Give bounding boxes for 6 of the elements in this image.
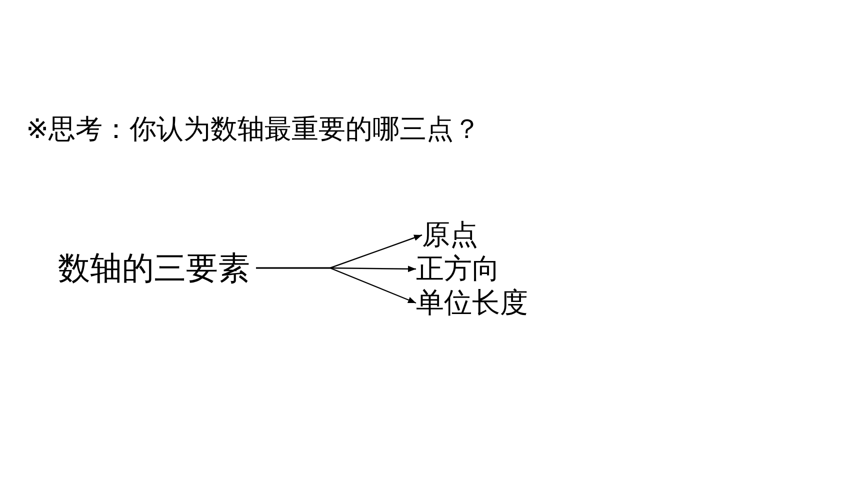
arrow: [256, 267, 416, 304]
question-title: ※思考：你认为数轴最重要的哪三点？: [26, 113, 481, 147]
topic-text: 数轴的三要素: [58, 252, 250, 284]
element-text: 正方向: [416, 255, 500, 283]
element-text: 原点: [422, 221, 478, 249]
element-text: 单位长度: [416, 289, 528, 317]
